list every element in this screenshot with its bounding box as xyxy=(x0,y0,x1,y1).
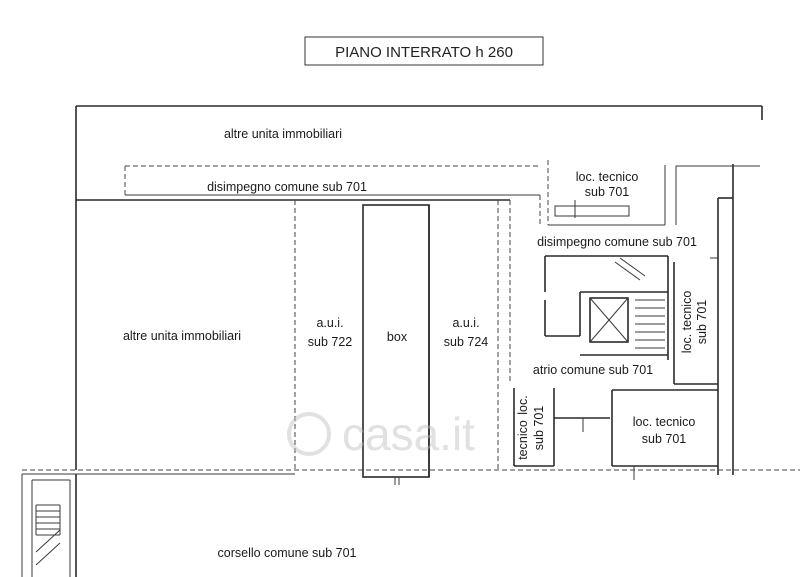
loc-tecnico-vertical-room xyxy=(673,257,718,385)
label-loc-tecnico-top-line2: sub 701 xyxy=(585,185,630,199)
loc-tecnico-small-room xyxy=(513,388,610,467)
unit-partitions xyxy=(294,200,499,485)
watermark: casa.it xyxy=(287,408,475,460)
label-corsello: corsello comune sub 701 xyxy=(218,546,357,560)
label-loc-tecnico-small-line2: tecnico xyxy=(516,420,530,460)
label-loc-tecnico-vertical-line1: loc. tecnico xyxy=(680,291,694,354)
title-box xyxy=(304,36,544,66)
label-aui-722-line2: sub 722 xyxy=(308,335,353,349)
label-loc-tecnico-right-line1: loc. tecnico xyxy=(633,415,696,429)
label-disimpegno-right: disimpegno comune sub 701 xyxy=(537,235,697,249)
label-disimpegno-top: disimpegno comune sub 701 xyxy=(207,180,367,194)
outer-walls xyxy=(75,105,763,577)
label-atrio: atrio comune sub 701 xyxy=(533,363,653,377)
watermark-text: casa.it xyxy=(342,408,475,460)
label-loc-tecnico-small-line1: loc. xyxy=(516,395,530,414)
corsello-edges xyxy=(21,469,800,577)
label-loc-tecnico-vertical-line2: sub 701 xyxy=(695,300,709,345)
loc-tecnico-top-room xyxy=(547,160,666,226)
label-loc-tecnico-top-line1: loc. tecnico xyxy=(576,170,639,184)
label-box: box xyxy=(387,330,408,344)
plan-title: PIANO INTERRATO h 260 xyxy=(335,44,513,61)
label-aui-724-line2: sub 724 xyxy=(444,335,489,349)
label-loc-tecnico-small-line3: sub 701 xyxy=(532,406,546,451)
left-staircase xyxy=(35,504,61,566)
watermark-house-icon xyxy=(287,412,331,456)
label-altre-left: altre unita immobiliari xyxy=(123,329,241,343)
top-corridor xyxy=(76,165,760,382)
label-aui-722-line1: a.u.i. xyxy=(316,316,343,330)
label-altre-top: altre unita immobiliari xyxy=(224,127,342,141)
stair-core xyxy=(544,255,669,360)
label-loc-tecnico-right-line2: sub 701 xyxy=(642,432,687,446)
loc-tecnico-right-room xyxy=(611,389,718,480)
lift-shaft xyxy=(589,297,629,343)
label-aui-724-line1: a.u.i. xyxy=(452,316,479,330)
